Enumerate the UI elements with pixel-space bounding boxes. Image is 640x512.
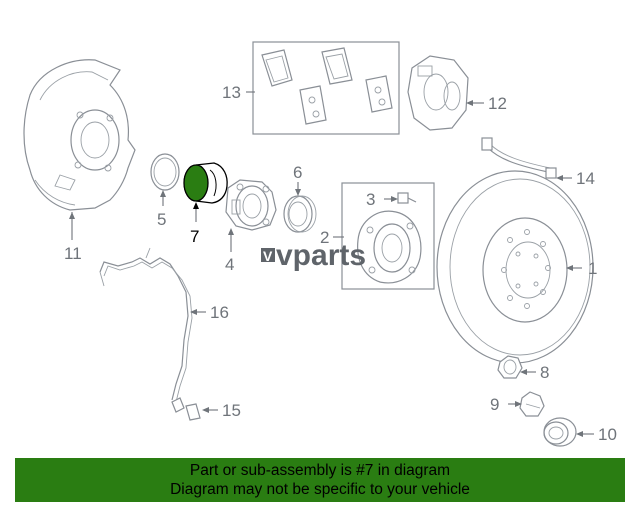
callout-10: 10 — [598, 425, 617, 444]
part-15-abs-sensor — [171, 397, 218, 421]
part-10-cap — [543, 417, 594, 447]
part-1-rotor — [436, 170, 594, 364]
part-11-backing-plate — [23, 59, 136, 240]
part-5-o-ring — [150, 153, 180, 206]
vparts-logo-mark: V — [263, 248, 273, 264]
callout-6: 6 — [293, 163, 302, 182]
banner-line-2: Diagram may not be specific to your vehi… — [170, 481, 470, 498]
part-2-axle-hub — [333, 182, 435, 290]
parts-diagram: 1 2 3 4 5 6 7 8 9 10 11 12 13 14 15 16 V… — [23, 41, 617, 447]
part-8-lug-nut — [497, 355, 536, 379]
callout-8: 8 — [540, 363, 549, 382]
callout-5: 5 — [157, 210, 166, 229]
info-banner: Part or sub-assembly is #7 in diagram Di… — [15, 458, 625, 502]
part-12-caliper — [407, 55, 484, 131]
part-6-bearing — [283, 182, 317, 233]
part-13-brake-pads — [246, 41, 400, 135]
callout-3: 3 — [366, 190, 375, 209]
banner-line-1: Part or sub-assembly is #7 in diagram — [189, 462, 451, 479]
callout-13: 13 — [222, 83, 241, 102]
part-4-hub — [225, 179, 277, 252]
part-9-hub-bolt — [508, 391, 545, 417]
callout-16: 16 — [210, 303, 229, 322]
part-7-oil-seal — [183, 162, 228, 222]
callout-9: 9 — [490, 395, 499, 414]
vparts-logo: V vparts — [261, 239, 366, 272]
callout-7: 7 — [190, 227, 199, 246]
callout-2: 2 — [320, 228, 329, 247]
callout-12: 12 — [488, 94, 507, 113]
vparts-logo-text: vparts — [276, 239, 366, 272]
callout-4: 4 — [225, 255, 234, 274]
callout-11: 11 — [64, 244, 82, 263]
part-16-sensor-wire — [99, 247, 206, 403]
callout-14: 14 — [576, 169, 595, 188]
callout-1: 1 — [588, 259, 597, 278]
part-14-brake-hose — [481, 137, 572, 181]
callout-15: 15 — [222, 401, 241, 420]
